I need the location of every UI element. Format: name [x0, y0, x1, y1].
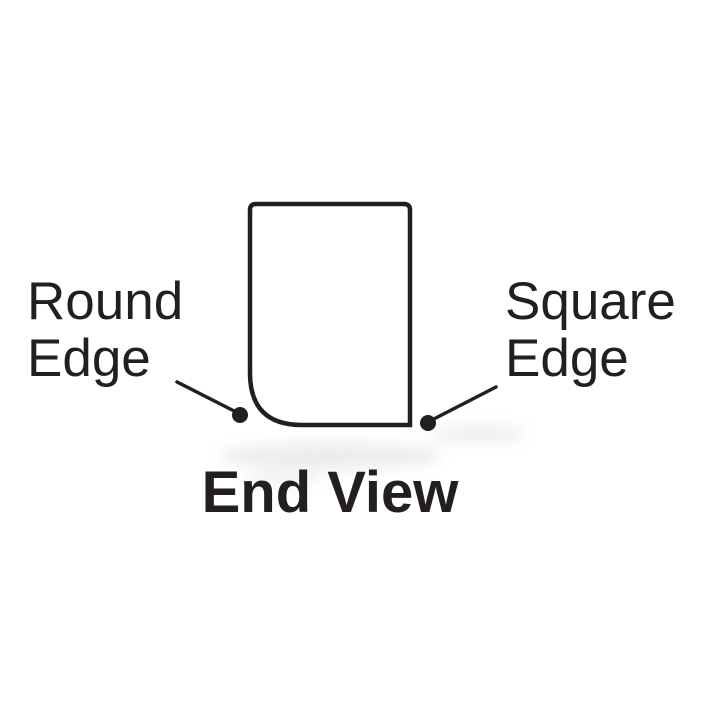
- profile-outline: [247, 201, 413, 428]
- round-edge-label-line1: Round: [27, 272, 184, 331]
- end-view-caption: End View: [201, 460, 459, 525]
- shadow-smudge: [218, 425, 526, 486]
- square-edge-dot: [420, 415, 436, 431]
- square-edge-label-line1: Square: [505, 272, 676, 331]
- round-edge-dot: [232, 407, 248, 423]
- square-edge-label: Square Edge: [505, 273, 676, 387]
- round-edge-label-line2: Edge: [27, 329, 151, 388]
- round-edge-leader-line: [175, 380, 242, 416]
- round-edge-label: Round Edge: [27, 273, 183, 387]
- square-edge-label-line2: Edge: [505, 329, 629, 388]
- square-edge-leader-line: [426, 385, 498, 424]
